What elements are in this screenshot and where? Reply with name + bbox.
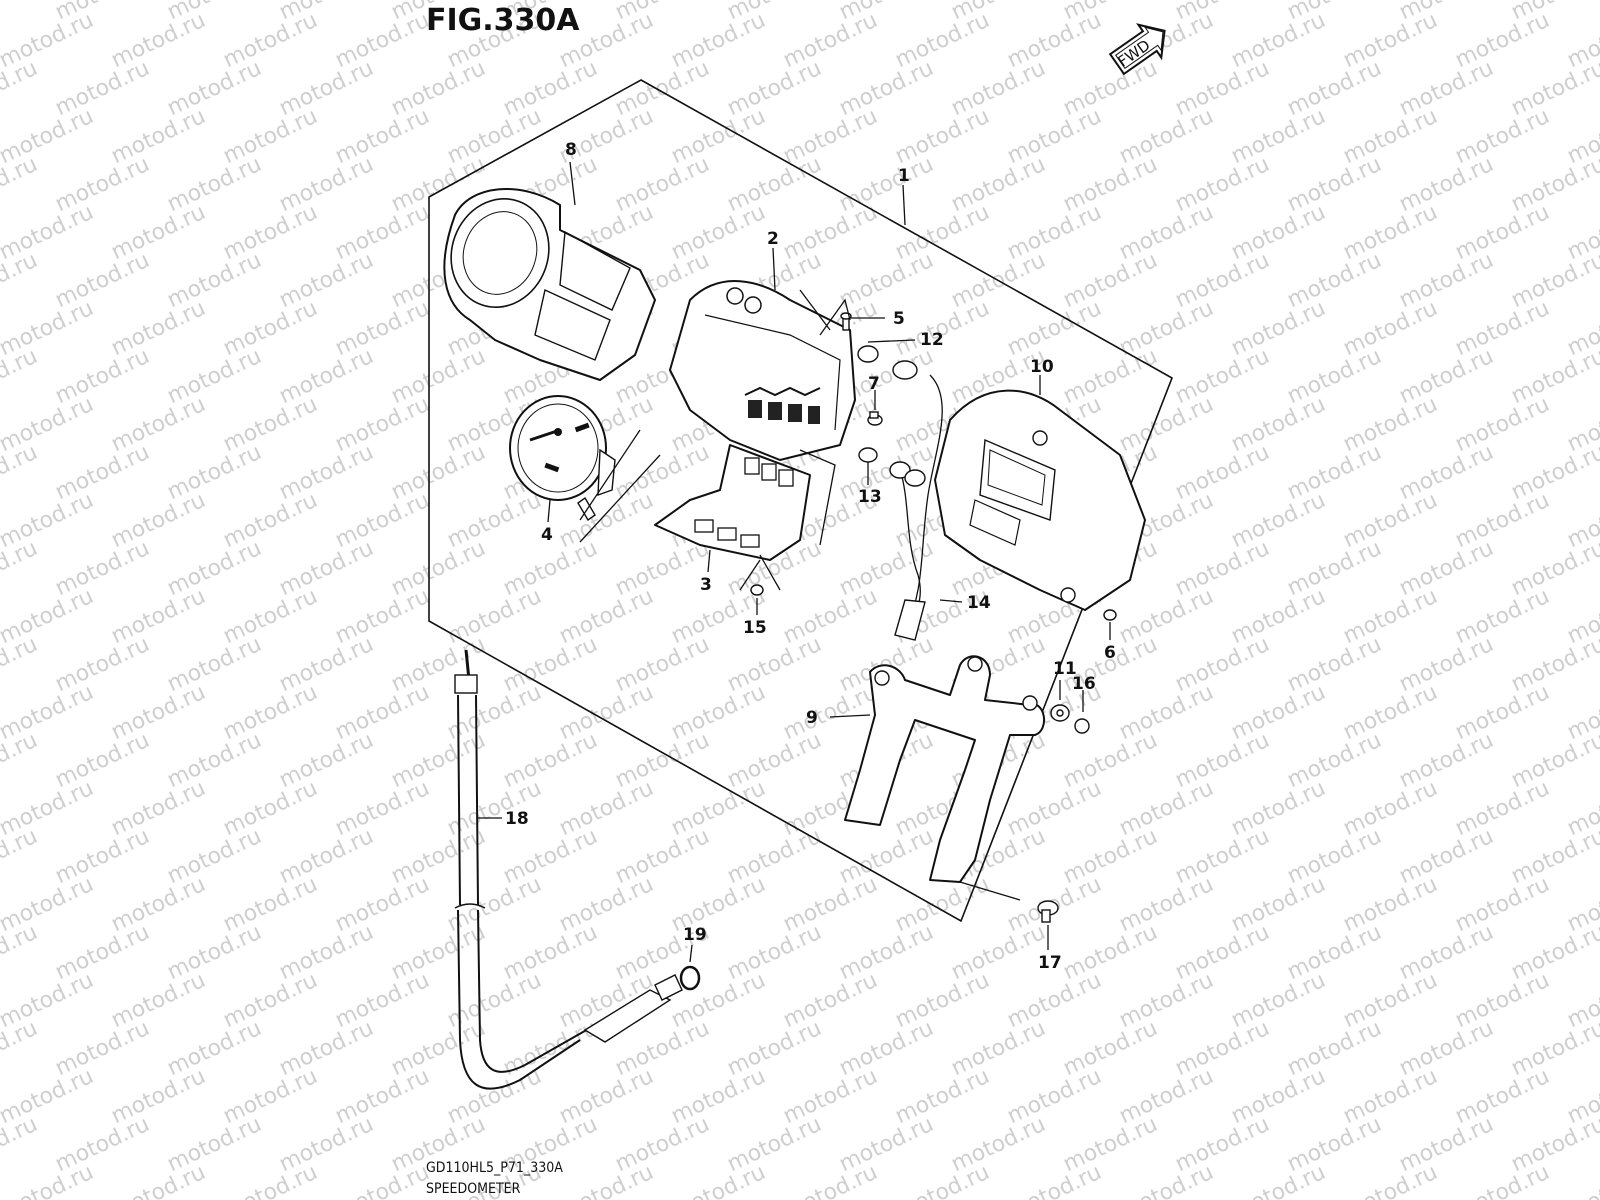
meter-cover-part: [443, 188, 656, 381]
fwd-arrow-icon: FWD: [1108, 23, 1166, 76]
screw-6-part: [1103, 609, 1117, 621]
callout-15: 15: [743, 618, 767, 638]
bulb-13-part: [858, 447, 878, 463]
lamp-plate-part: [654, 444, 811, 561]
callout-2: 2: [767, 229, 779, 249]
callout-3: 3: [700, 575, 712, 595]
meter-lower-case-part: [934, 389, 1146, 611]
callout-13: 13: [858, 487, 882, 507]
figure-title: FIG.330A: [426, 3, 580, 38]
callout-5: 5: [893, 309, 905, 329]
diagram-code: GD110HL5_P71_330A: [426, 1160, 563, 1176]
callout-19: 19: [683, 925, 707, 945]
callout-labels: 1 2 3 4 5 6 7 8 9 10 11 12 13 14 15 16 1…: [505, 140, 1116, 973]
callout-11: 11: [1053, 659, 1077, 679]
callout-18: 18: [505, 809, 529, 829]
callout-16: 16: [1072, 674, 1096, 694]
diagram-caption: SPEEDOMETER: [426, 1181, 521, 1197]
callout-14: 14: [967, 593, 991, 613]
bracket-part: [844, 655, 1045, 883]
meter-case-part: [669, 280, 856, 461]
callout-12: 12: [920, 330, 944, 350]
callout-6: 6: [1104, 643, 1116, 663]
assembly-outline: [428, 79, 1173, 923]
nut-16-part: [1074, 718, 1090, 734]
screw-7-part: [867, 411, 883, 426]
screw-15-part: [750, 584, 764, 596]
washer-11-part: [1050, 704, 1070, 722]
wiring-harness-part: [889, 360, 943, 641]
leader-lines: [478, 161, 1111, 963]
callout-17: 17: [1038, 953, 1062, 973]
callout-8: 8: [565, 140, 577, 160]
callout-7: 7: [868, 374, 880, 394]
speedometer-cable-part: [454, 649, 683, 1090]
bulb-12-part: [857, 345, 879, 363]
bolt-17-part: [1037, 900, 1059, 923]
callout-9: 9: [806, 708, 818, 728]
callout-1: 1: [898, 166, 910, 186]
ring-19-part: [679, 965, 701, 991]
callout-4: 4: [541, 525, 553, 545]
speedometer-gauge-part: [509, 395, 616, 522]
callout-10: 10: [1030, 357, 1054, 377]
